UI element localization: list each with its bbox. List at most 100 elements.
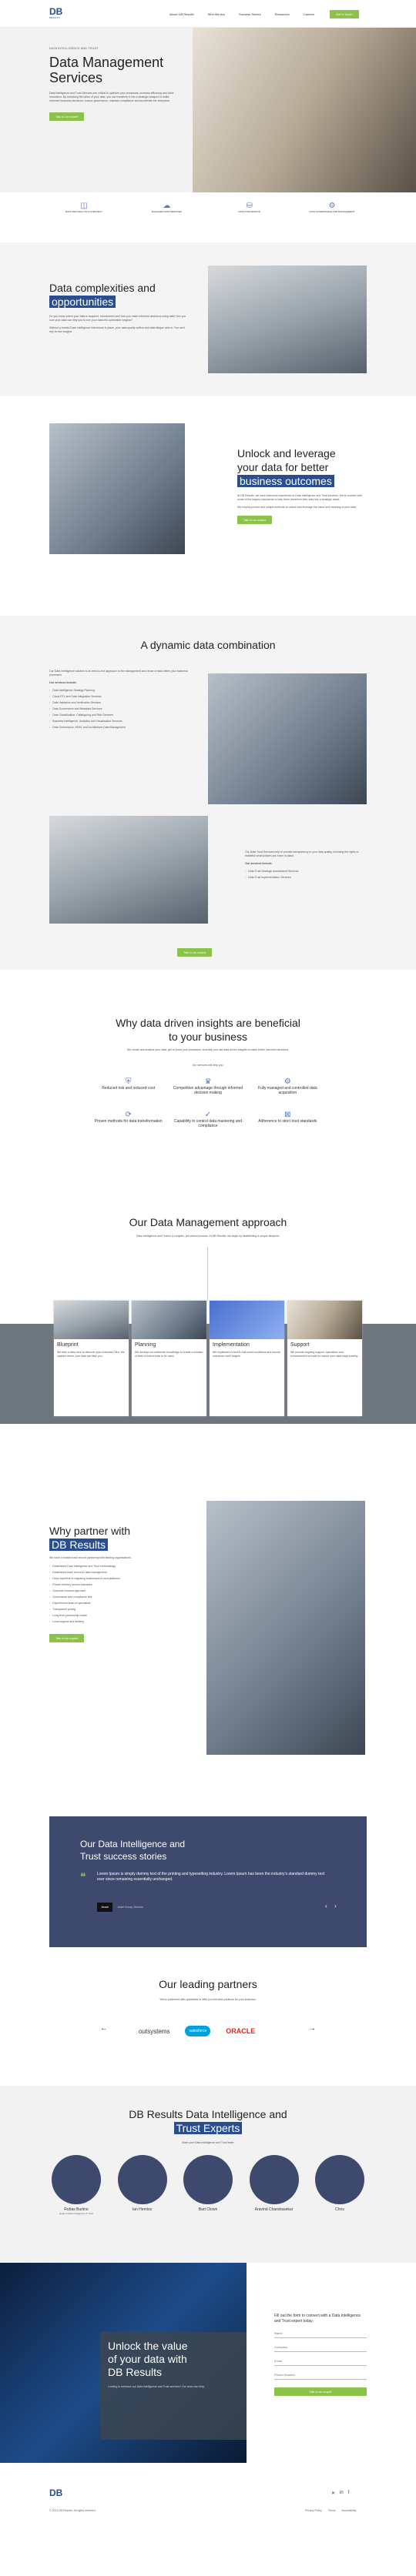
features-row: ◫DATA AND ANALYTICS STRATEGY ☁MANAGED DA… xyxy=(49,202,367,213)
combination-image-1 xyxy=(208,673,367,804)
unlock-text-1: At DB Results, we have extensive experie… xyxy=(237,494,362,501)
why-text: We create and analyse your data, get to … xyxy=(126,1048,290,1051)
experts-sub: Meet your Data Intelligence and Trust te… xyxy=(182,2141,234,2144)
expert-card[interactable]: Chris xyxy=(313,2155,367,2215)
method-icon: ⟳ xyxy=(125,1111,132,1119)
gear-icon: ⚙ xyxy=(328,202,336,210)
nav-careers[interactable]: Careers xyxy=(303,12,315,16)
quote-icon: ❝ xyxy=(80,1870,86,1883)
feature-governance: ⚙DATA GOVERNANCE AND MANAGEMENT xyxy=(297,202,367,213)
combination-section: A dynamic data combination Our Data Inte… xyxy=(0,616,416,970)
benefit-advantage: ♛Competitive advantage through informed … xyxy=(173,1078,243,1095)
footer-logo[interactable]: DB xyxy=(49,2487,63,2498)
nav-success[interactable]: Success Stories xyxy=(238,12,261,16)
company-field[interactable] xyxy=(274,2343,367,2352)
logo-outsystems: outsystems xyxy=(139,2027,170,2035)
why-sub: Our services will help you: xyxy=(192,1064,224,1067)
combination-text: Our Data Intelligence solution is an end… xyxy=(49,670,188,677)
footer-terms-link[interactable]: Terms xyxy=(327,2509,336,2512)
nav-resources[interactable]: Resources xyxy=(274,12,290,16)
partner-image xyxy=(206,1501,365,1755)
top-nav: DB RESULTS About DB Results Who We Are S… xyxy=(0,0,416,28)
nav-about[interactable]: About DB Results xyxy=(169,12,194,16)
email-field[interactable] xyxy=(274,2357,367,2366)
partner-cta-button[interactable]: Talk to an expert xyxy=(49,1634,85,1642)
footer: DB ✕ in f © 2021 DB Results. All rights … xyxy=(0,2478,416,2576)
linkedin-icon[interactable]: in xyxy=(340,2491,344,2495)
feature-integration: ⛁DATA INTEGRATION xyxy=(215,202,284,213)
partners-title: Our leading partners xyxy=(159,1978,257,1990)
facebook-icon[interactable]: f xyxy=(347,2491,350,2495)
hero-image xyxy=(193,28,416,192)
avatar xyxy=(52,2155,101,2204)
form-submit-button[interactable]: Talk to an expert xyxy=(274,2387,367,2396)
expert-card[interactable]: Bart Clown xyxy=(181,2155,235,2215)
database-icon: ⛁ xyxy=(246,202,253,210)
twitter-icon[interactable]: ✕ xyxy=(331,2491,336,2496)
avatar xyxy=(183,2155,233,2204)
benefit-mastering: ✓Capability to control data mastering an… xyxy=(172,1111,243,1128)
step-planning: Planning We develop our extensive knowle… xyxy=(132,1301,206,1416)
approach-title: Our Data Management approach xyxy=(129,1216,287,1228)
step-implementation: Implementation We implement to test in r… xyxy=(210,1301,284,1416)
testimonial-role: Jewel Group, Director xyxy=(117,1906,143,1909)
footer-accessibility-link[interactable]: Accessibility xyxy=(341,2509,357,2512)
check-icon: ✓ xyxy=(204,1111,212,1119)
combination-list-title: Our services include: xyxy=(49,681,77,684)
expert-card[interactable]: Ian Hemlos xyxy=(116,2155,169,2215)
partners-prev-icon[interactable]: ← xyxy=(100,2024,108,2033)
combination-list-2: Data Trust Strategic Assessment Services… xyxy=(245,870,368,880)
logo[interactable]: DB xyxy=(49,6,63,17)
footer-privacy-link[interactable]: Privacy Policy xyxy=(305,2509,322,2512)
phone-field[interactable] xyxy=(274,2371,367,2380)
partners-next-icon[interactable]: → xyxy=(308,2024,316,2033)
next-arrow-icon[interactable]: › xyxy=(334,1903,337,1909)
complexities-text-1: Do you know where your data is acquired,… xyxy=(49,315,186,322)
combination-list: Data Intelligence Strategy Planning Clou… xyxy=(49,689,196,730)
complexities-image xyxy=(208,266,367,373)
logo-salesforce: salesforce xyxy=(185,2026,211,2036)
feature-strategy: ◫DATA AND ANALYTICS STRATEGY xyxy=(49,202,119,213)
combination-text-2: Our Data Trust Services help to provide … xyxy=(245,850,359,857)
approach-text: Data Intelligence and Trust is a complex… xyxy=(136,1235,280,1238)
partner-text: We have a trusted track record partnerin… xyxy=(49,1556,132,1559)
shield-icon: ⛨ xyxy=(125,1078,132,1086)
approach-connector xyxy=(207,1247,208,1301)
hero-text: Data Intelligence and Trust Services are… xyxy=(49,92,174,102)
hero-cta-button[interactable]: Talk to an expert xyxy=(49,112,85,121)
unlock-image xyxy=(49,423,185,554)
unlock-text-2: We employ proven and unique methods to u… xyxy=(237,506,357,509)
company-logo: Jewel xyxy=(97,1903,112,1912)
step-blueprint: Blueprint We take a deep dive to discove… xyxy=(54,1301,129,1416)
testimonial-quote: Lorem Ipsum is simply dummy text of the … xyxy=(97,1872,325,1882)
avatar xyxy=(315,2155,364,2204)
combination-title: A dynamic data combination xyxy=(140,639,276,651)
nav-who[interactable]: Who We Are xyxy=(207,12,225,16)
form-title: Fill out the form to connect with a Data… xyxy=(274,2314,361,2324)
nav-cta-button[interactable]: Get in touch xyxy=(330,10,359,18)
footer-copyright: © 2021 DB Results. All rights reserved. xyxy=(49,2509,96,2512)
combination-cta-button[interactable]: Talk to an expert xyxy=(177,948,213,957)
avatar xyxy=(249,2155,299,2204)
unlock-cta-button[interactable]: Talk to an expert xyxy=(237,516,273,524)
prev-arrow-icon[interactable]: ‹ xyxy=(325,1903,327,1909)
name-field[interactable] xyxy=(274,2329,367,2338)
logo-oracle: ORACLE xyxy=(226,2027,256,2035)
expert-card[interactable]: Aravind Chandrasekar xyxy=(247,2155,301,2215)
avatar xyxy=(117,2155,167,2204)
cta-text: Looking to embrace our Data Intelligence… xyxy=(108,2385,205,2388)
control-icon: ⚙ xyxy=(283,1078,291,1086)
